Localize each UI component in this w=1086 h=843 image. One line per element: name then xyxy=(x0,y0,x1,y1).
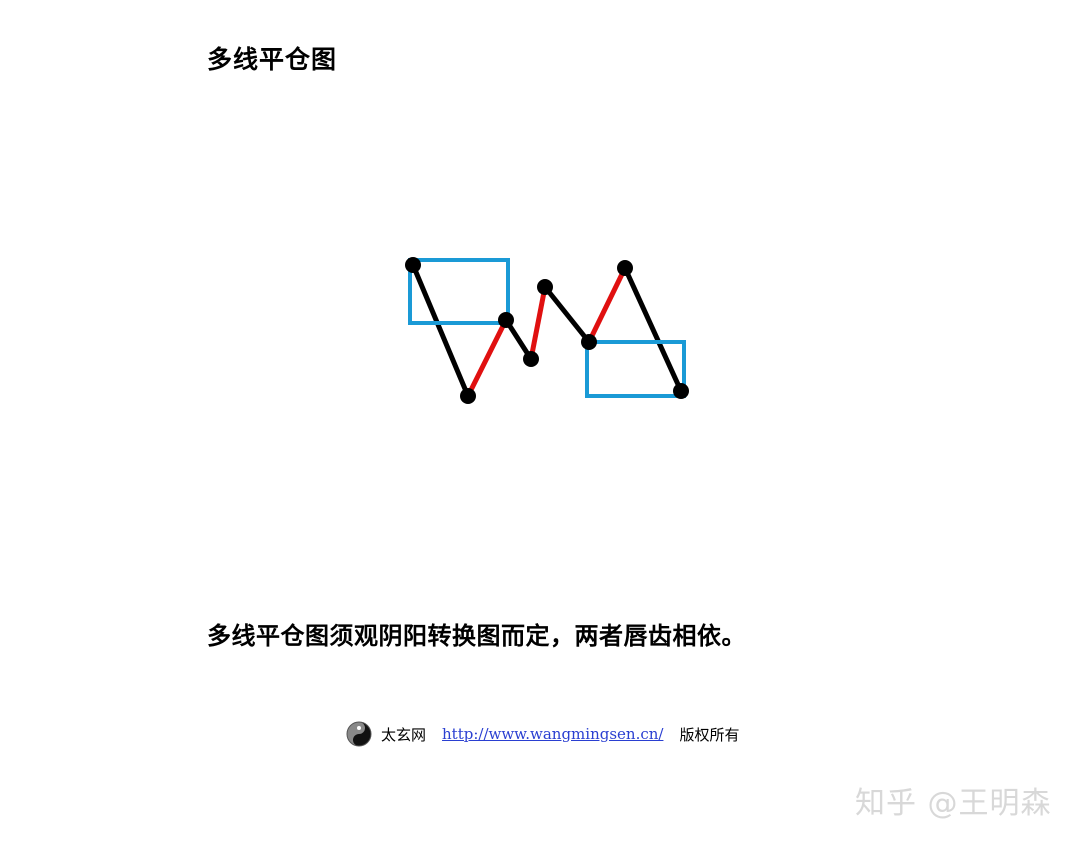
rights-notice: 版权所有 xyxy=(679,725,740,744)
page-title: 多线平仓图 xyxy=(207,45,338,74)
segment-7 xyxy=(622,266,684,393)
highlight-box-right xyxy=(585,340,686,398)
point-2 xyxy=(460,388,476,404)
point-7 xyxy=(617,260,633,276)
segment-2 xyxy=(465,318,509,398)
yin-yang-logo-icon xyxy=(346,721,372,747)
segment-6 xyxy=(586,266,628,344)
watermark: 知乎 @王明森 xyxy=(855,786,1052,821)
point-6 xyxy=(581,334,597,350)
point-3 xyxy=(498,312,514,328)
caption: 多线平仓图须观阴阳转换图而定，两者唇齿相依。 xyxy=(207,621,746,650)
point-4 xyxy=(523,351,539,367)
point-1 xyxy=(405,257,421,273)
segment-1 xyxy=(410,264,471,397)
segment-4 xyxy=(528,286,548,360)
footer: 太玄网 http://www.wangmingsen.cn/ 版权所有 xyxy=(345,720,739,748)
point-8 xyxy=(673,383,689,399)
highlight-box-left xyxy=(408,258,510,325)
point-5 xyxy=(537,279,553,295)
site-name: 太玄网 xyxy=(381,725,427,744)
site-url-link[interactable]: http://www.wangmingsen.cn/ xyxy=(442,725,664,743)
segment-5 xyxy=(543,285,591,344)
